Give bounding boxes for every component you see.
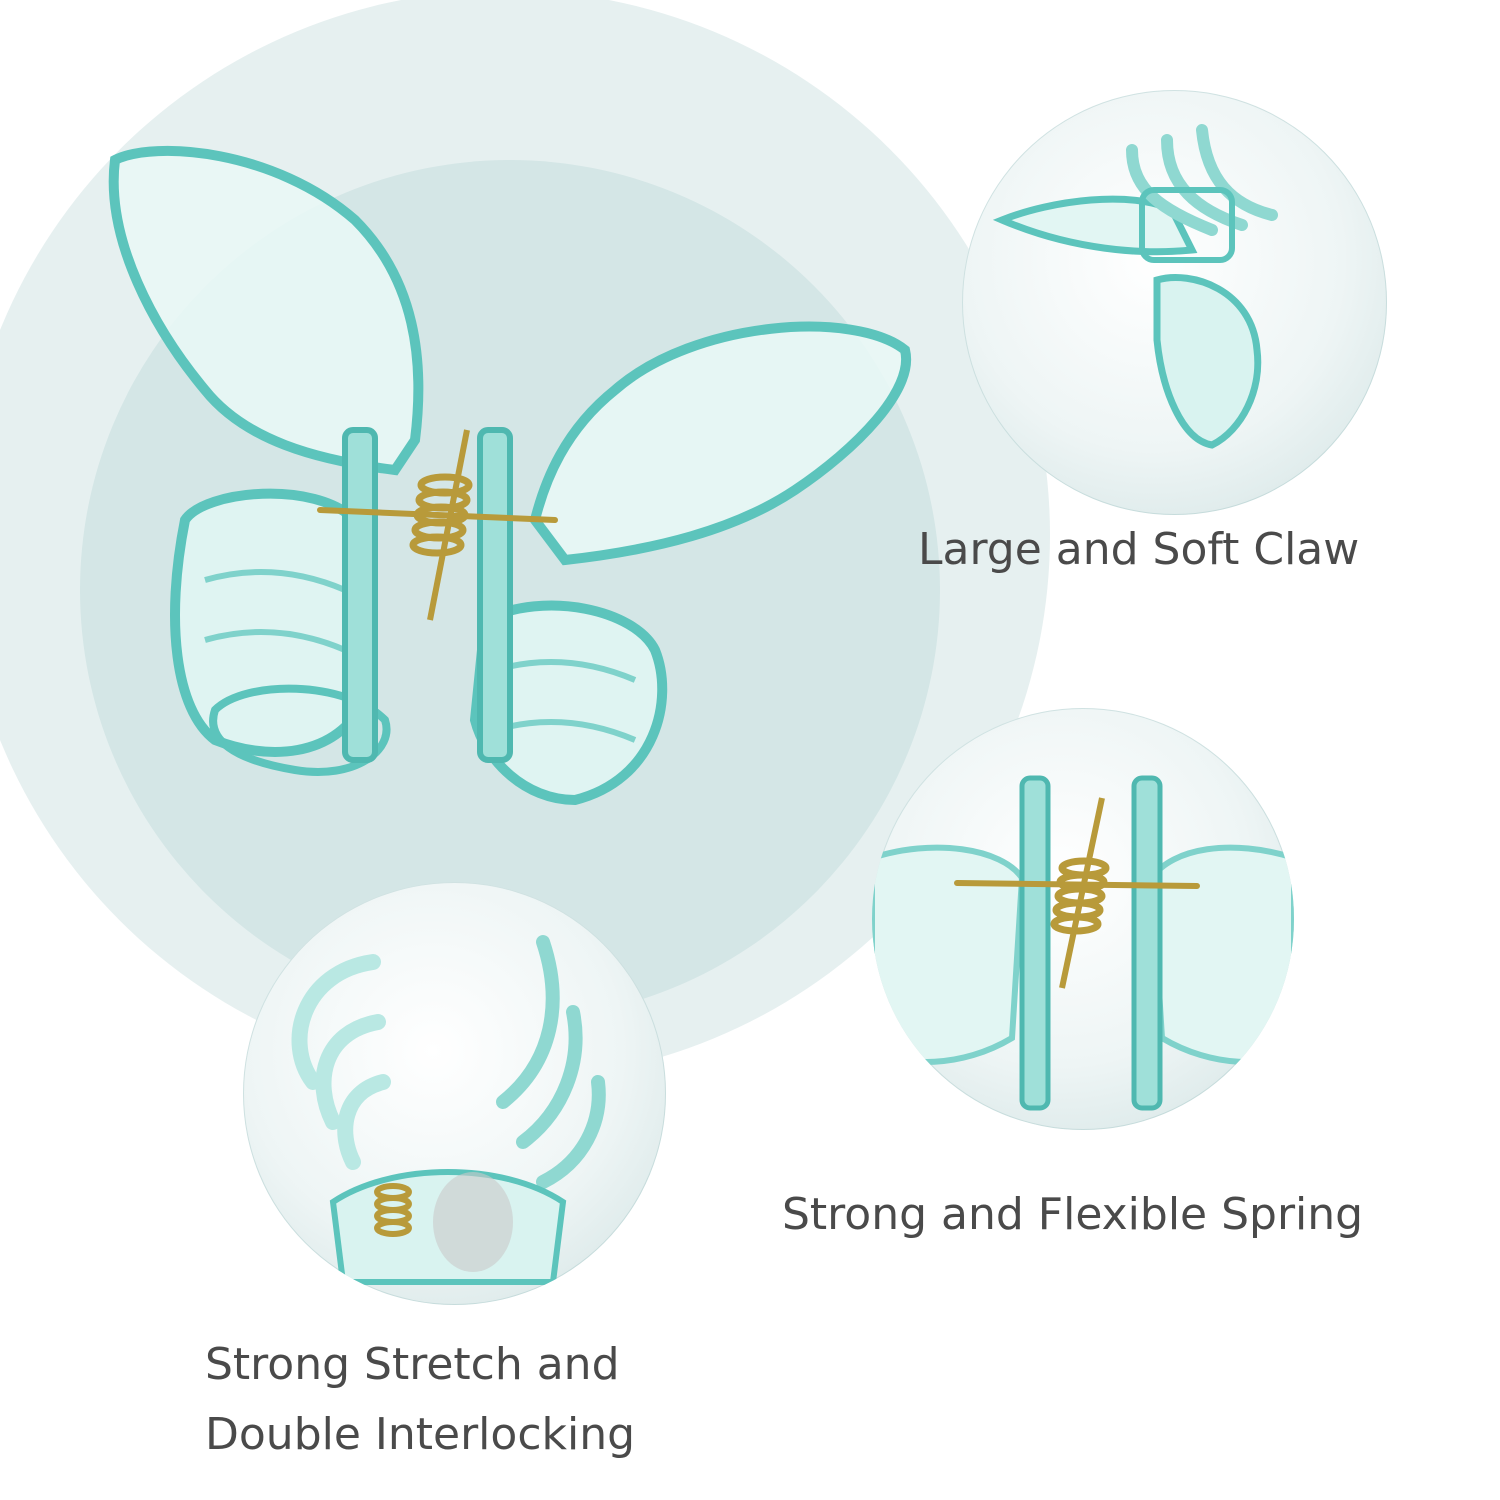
caption-interlock-line-1: Strong Stretch and	[205, 1339, 620, 1390]
interlocking-teeth-icon	[291, 935, 606, 1285]
caption-claw: Large and Soft Claw	[918, 524, 1360, 575]
butterfly-claw-clip-icon	[95, 140, 925, 810]
interlock-detail-photo	[243, 882, 666, 1305]
claw-detail-photo	[962, 90, 1387, 515]
spring-detail-photo	[872, 708, 1294, 1130]
spring-icon	[872, 775, 1294, 1111]
claw-teeth-icon	[992, 124, 1278, 449]
caption-interlock-line-2: Double Interlocking	[205, 1409, 636, 1460]
caption-spring: Strong and Flexible Spring	[782, 1189, 1364, 1240]
